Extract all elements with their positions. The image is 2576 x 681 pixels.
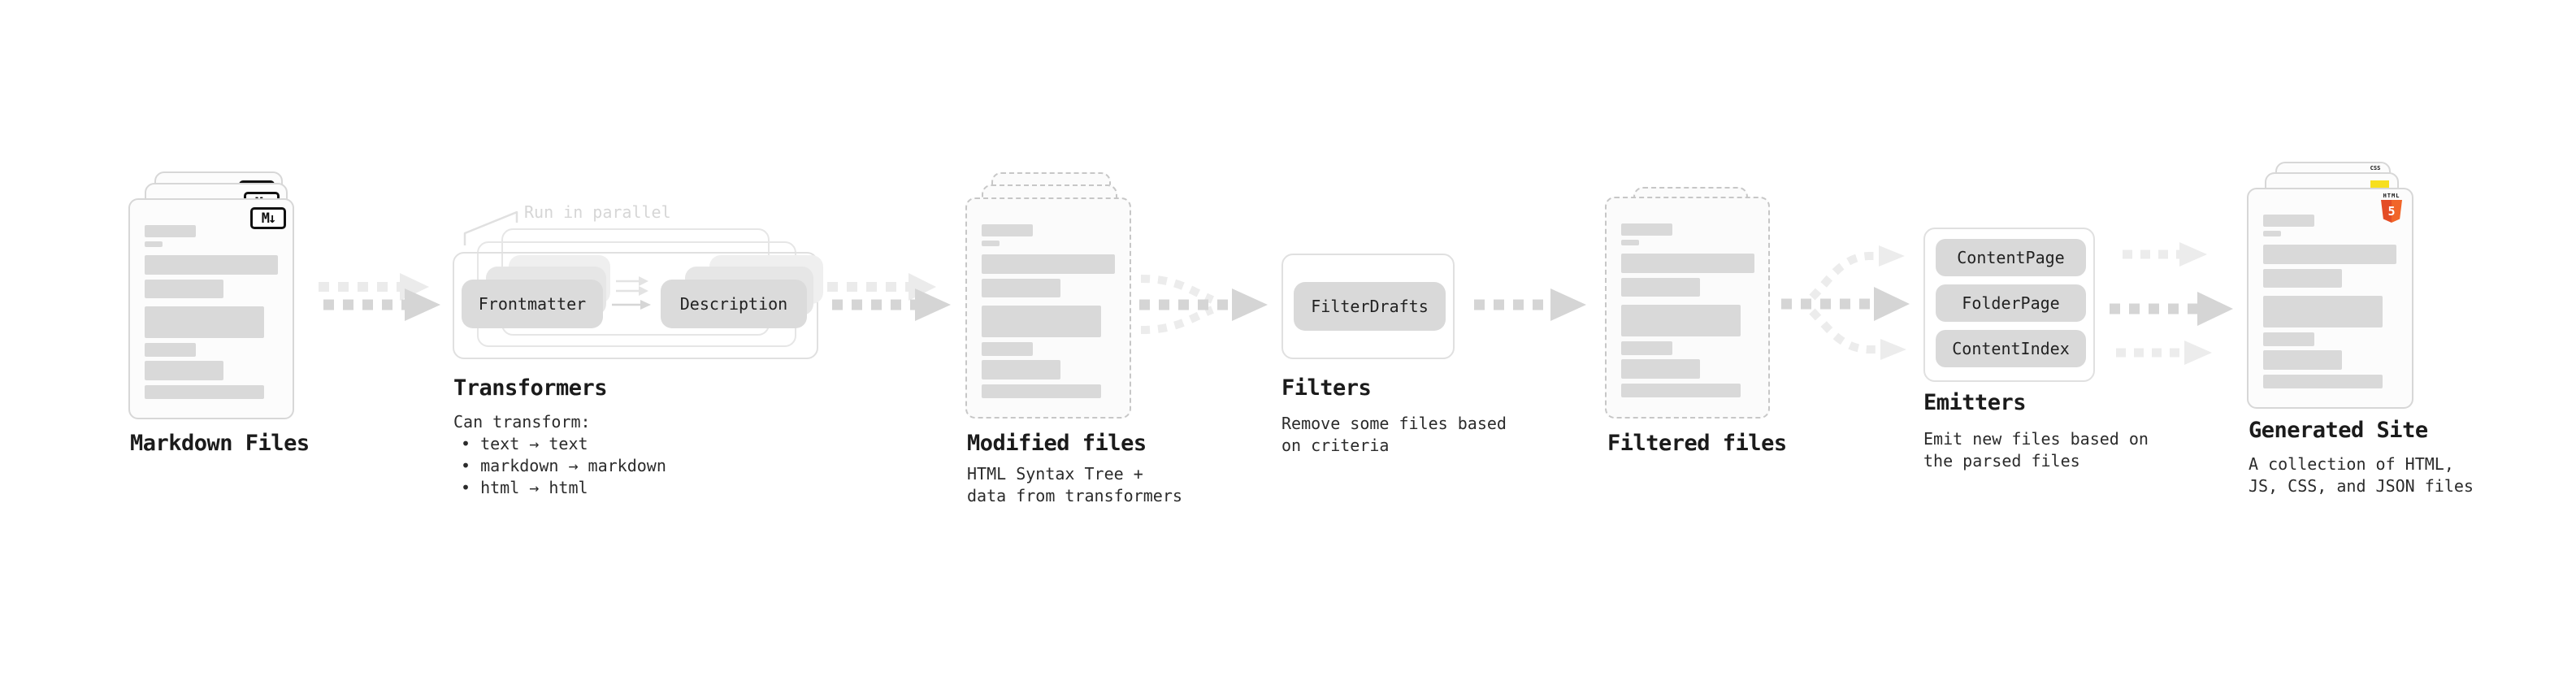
emitters-desc-line2: the parsed files: [1923, 451, 2080, 471]
placeholder-text-bar: [145, 241, 163, 247]
markdown-icon: M↓: [250, 207, 286, 229]
filtered-files-stack: [1605, 187, 1776, 423]
emitters-box: ContentPage FolderPage ContentIndex: [1923, 228, 2095, 382]
contentindex-pill: ContentIndex: [1936, 330, 2086, 367]
modified-desc-line1: HTML Syntax Tree +: [967, 464, 1143, 484]
placeholder-text-bar: [982, 384, 1101, 398]
transformers-desc-heading: Can transform:: [453, 412, 591, 432]
generated-site-description: A collection of HTML, JS, CSS, and JSON …: [2249, 453, 2474, 497]
transformer-pill-arrows: [612, 276, 651, 310]
modified-files-title: Modified files: [967, 431, 1147, 456]
description-pill: Description: [661, 280, 807, 328]
arrow-emitters-to-generated: [2110, 242, 2233, 365]
markdown-files-title: Markdown Files: [130, 431, 310, 456]
placeholder-text-bar: [145, 225, 196, 237]
markdown-file-card-front: M↓: [128, 198, 294, 419]
placeholder-text-bar: [982, 342, 1033, 356]
placeholder-text-bar: [2263, 332, 2314, 346]
folderpage-pill: FolderPage: [1936, 284, 2086, 322]
modified-files-stack: [965, 172, 1136, 420]
placeholder-text-bar: [982, 306, 1101, 337]
filters-description: Remove some files based on criteria: [1281, 413, 1507, 457]
placeholder-text-bar: [2263, 245, 2396, 264]
generated-site-title: Generated Site: [2249, 418, 2428, 443]
placeholder-text-bar: [1621, 254, 1754, 273]
html5-icon-word: HTML: [2383, 193, 2400, 199]
filters-desc-line2: on criteria: [1281, 436, 1390, 455]
generated-desc-line2: JS, CSS, and JSON files: [2249, 476, 2474, 496]
emitters-description: Emit new files based on the parsed files: [1923, 428, 2149, 472]
arrow-filters-to-filtered: [1474, 288, 1586, 321]
transformer-frame-front: [453, 252, 818, 359]
placeholder-text-bar: [2263, 296, 2383, 327]
filters-box: FilterDrafts: [1281, 254, 1455, 359]
generated-site-stack: CSS HTML 5: [2247, 162, 2418, 410]
placeholder-text-bar: [982, 224, 1033, 236]
transformers-title: Transformers: [453, 375, 608, 401]
filtered-file-card-front: [1605, 197, 1770, 419]
generated-file-card-front: HTML 5: [2247, 188, 2413, 409]
html5-icon: HTML 5: [2381, 193, 2402, 223]
run-in-parallel-callout-line: [463, 210, 518, 245]
filters-title: Filters: [1281, 375, 1372, 401]
placeholder-text-bar: [1621, 341, 1672, 355]
css-icon-label: CSS: [2370, 165, 2381, 171]
modified-file-card-front: [965, 197, 1131, 419]
filterdrafts-pill: FilterDrafts: [1294, 282, 1446, 331]
markdown-files-stack: M↓ M↓ M↓: [128, 171, 327, 423]
placeholder-text-bar: [982, 279, 1060, 297]
arrow-filtered-to-emitters: [1781, 245, 1910, 360]
placeholder-text-bar: [145, 255, 278, 275]
transformers-description: Can transform: • text → text • markdown …: [453, 411, 666, 499]
placeholder-text-bar: [1621, 384, 1741, 397]
placeholder-text-bar: [145, 306, 264, 338]
placeholder-text-bar: [982, 360, 1060, 380]
filtered-files-title: Filtered files: [1607, 431, 1787, 456]
transformers-bullet: • html → html: [461, 478, 588, 497]
arrow-modified-to-filters: [1139, 275, 1268, 334]
placeholder-text-bar: [1621, 305, 1741, 336]
placeholder-text-bar: [2263, 215, 2314, 227]
placeholder-text-bar: [2263, 375, 2383, 388]
emitters-title: Emitters: [1923, 390, 2027, 415]
placeholder-text-bar: [1621, 359, 1700, 379]
contentpage-pill: ContentPage: [1936, 239, 2086, 276]
placeholder-text-bar: [2263, 269, 2342, 288]
placeholder-text-bar: [1621, 240, 1639, 245]
transformers-bullet: • text → text: [461, 434, 588, 453]
placeholder-text-bar: [2263, 350, 2342, 370]
arrow-transformers-to-modified: [827, 273, 951, 321]
placeholder-text-bar: [982, 241, 1000, 246]
modified-files-description: HTML Syntax Tree + data from transformer…: [967, 463, 1182, 507]
transformers-cluster: Frontmatter Description: [453, 228, 826, 362]
filters-desc-line1: Remove some files based: [1281, 414, 1507, 433]
placeholder-text-bar: [145, 343, 196, 357]
transformers-bullet: • markdown → markdown: [461, 456, 666, 475]
html5-icon-number: 5: [2387, 204, 2396, 219]
placeholder-text-bar: [2263, 231, 2281, 236]
emitters-desc-line1: Emit new files based on: [1923, 429, 2149, 449]
placeholder-text-bar: [982, 254, 1115, 274]
placeholder-text-bar: [1621, 223, 1672, 236]
placeholder-text-bar: [1621, 278, 1700, 297]
generated-desc-line1: A collection of HTML,: [2249, 454, 2454, 474]
placeholder-text-bar: [145, 361, 223, 380]
placeholder-text-bar: [145, 385, 264, 399]
html5-icon-shield: 5: [2381, 200, 2402, 223]
frontmatter-pill: Frontmatter: [462, 280, 603, 328]
placeholder-text-bar: [145, 280, 223, 298]
modified-desc-line2: data from transformers: [967, 486, 1182, 505]
run-in-parallel-annotation: Run in parallel: [524, 202, 671, 222]
arrow-markdown-to-transformers: [319, 273, 440, 321]
